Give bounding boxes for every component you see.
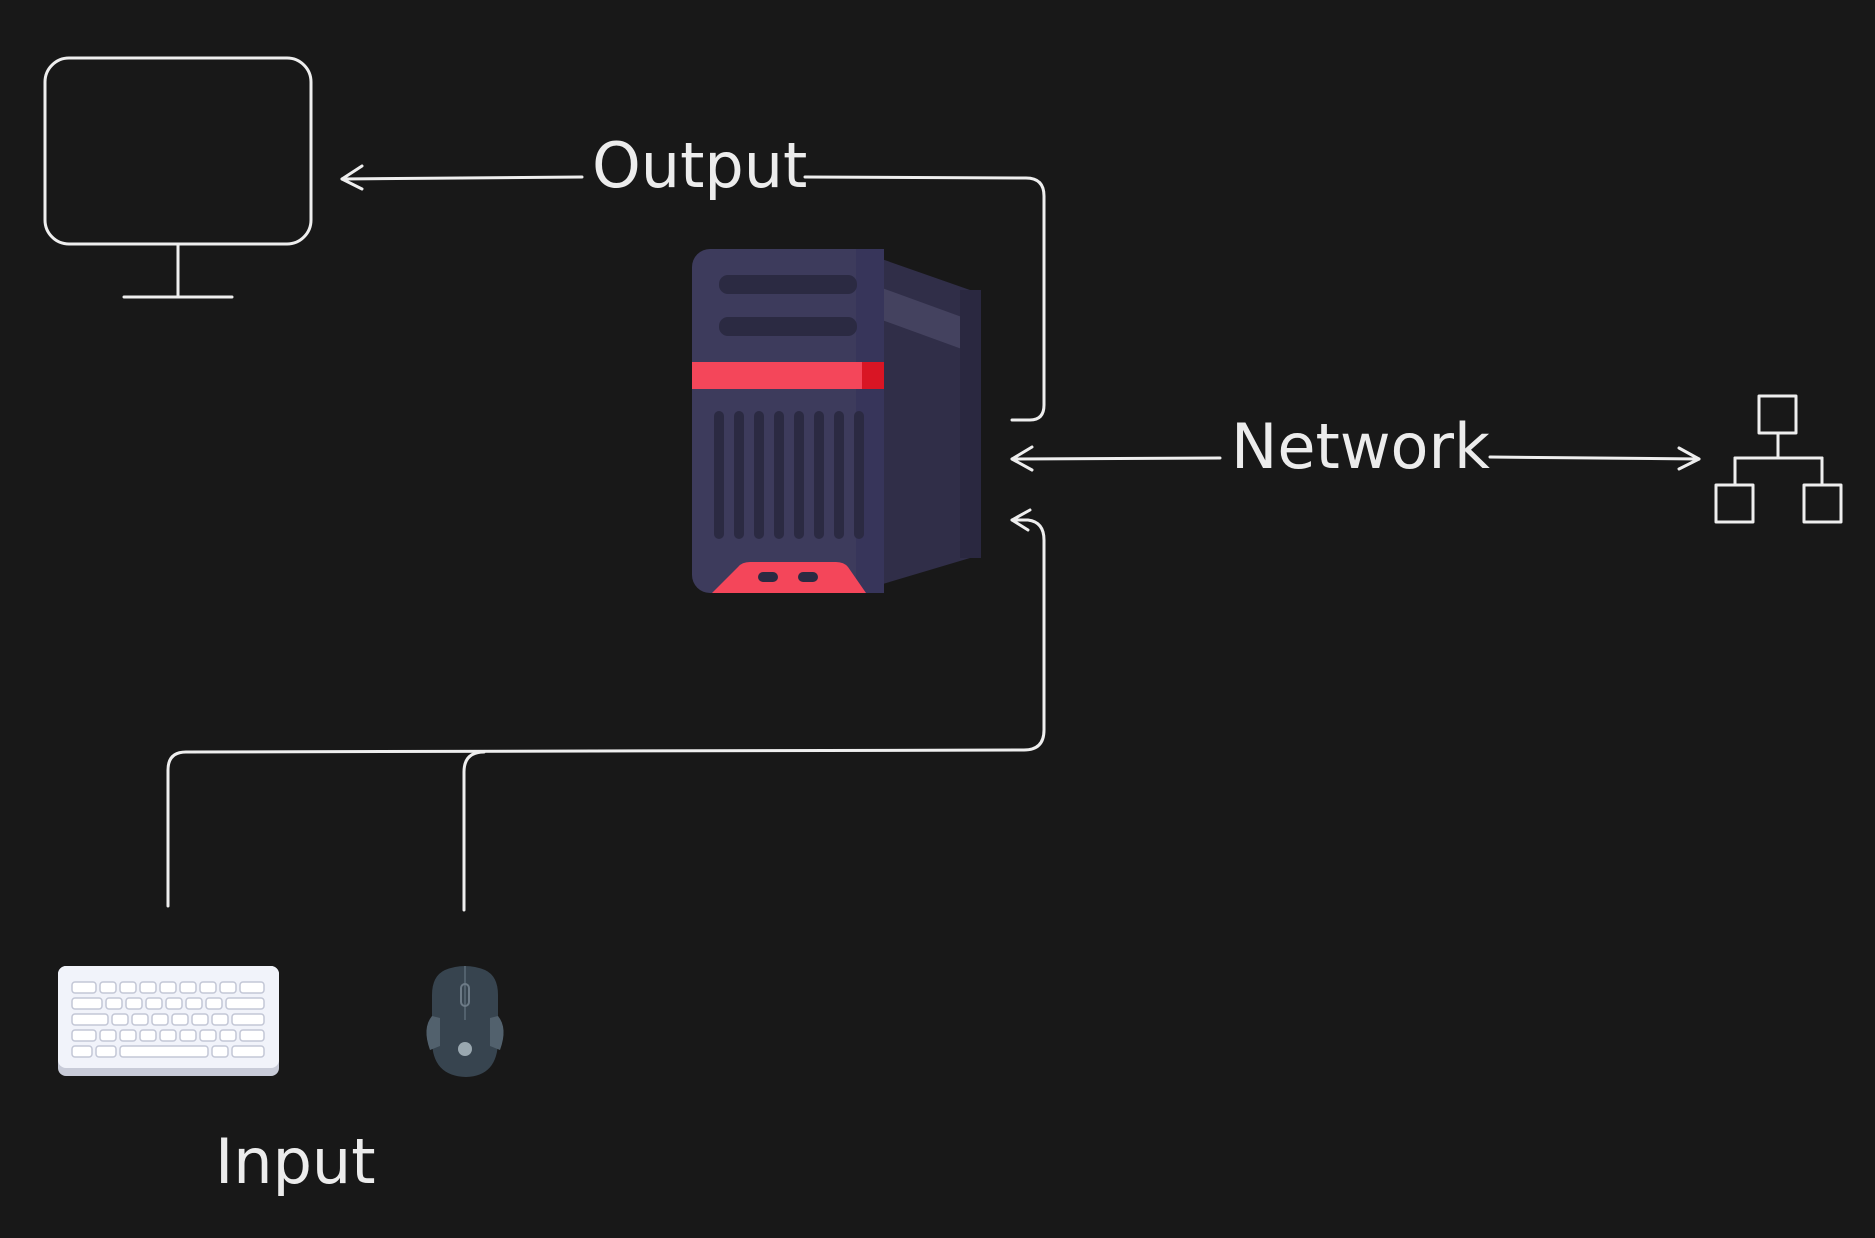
input-label: Input — [215, 1125, 376, 1198]
network-tree-icon — [1714, 394, 1843, 524]
output-arrowhead — [340, 164, 364, 191]
monitor-icon — [43, 56, 313, 299]
network-line-right — [1488, 455, 1701, 461]
computer-tower-icon — [692, 249, 981, 593]
mouse-icon — [426, 966, 504, 1077]
network-arrowhead-left — [1010, 445, 1034, 472]
input-arrowhead — [1010, 508, 1032, 532]
network-label: Network — [1231, 410, 1490, 483]
output-line — [340, 175, 584, 181]
network-line-left — [1010, 456, 1222, 461]
input-connector — [166, 518, 1046, 908]
keyboard-icon — [58, 966, 279, 1076]
output-connector — [803, 175, 1046, 422]
network-arrowhead-right — [1677, 446, 1701, 471]
mouse-connector — [462, 750, 486, 912]
output-label: Output — [592, 129, 807, 202]
